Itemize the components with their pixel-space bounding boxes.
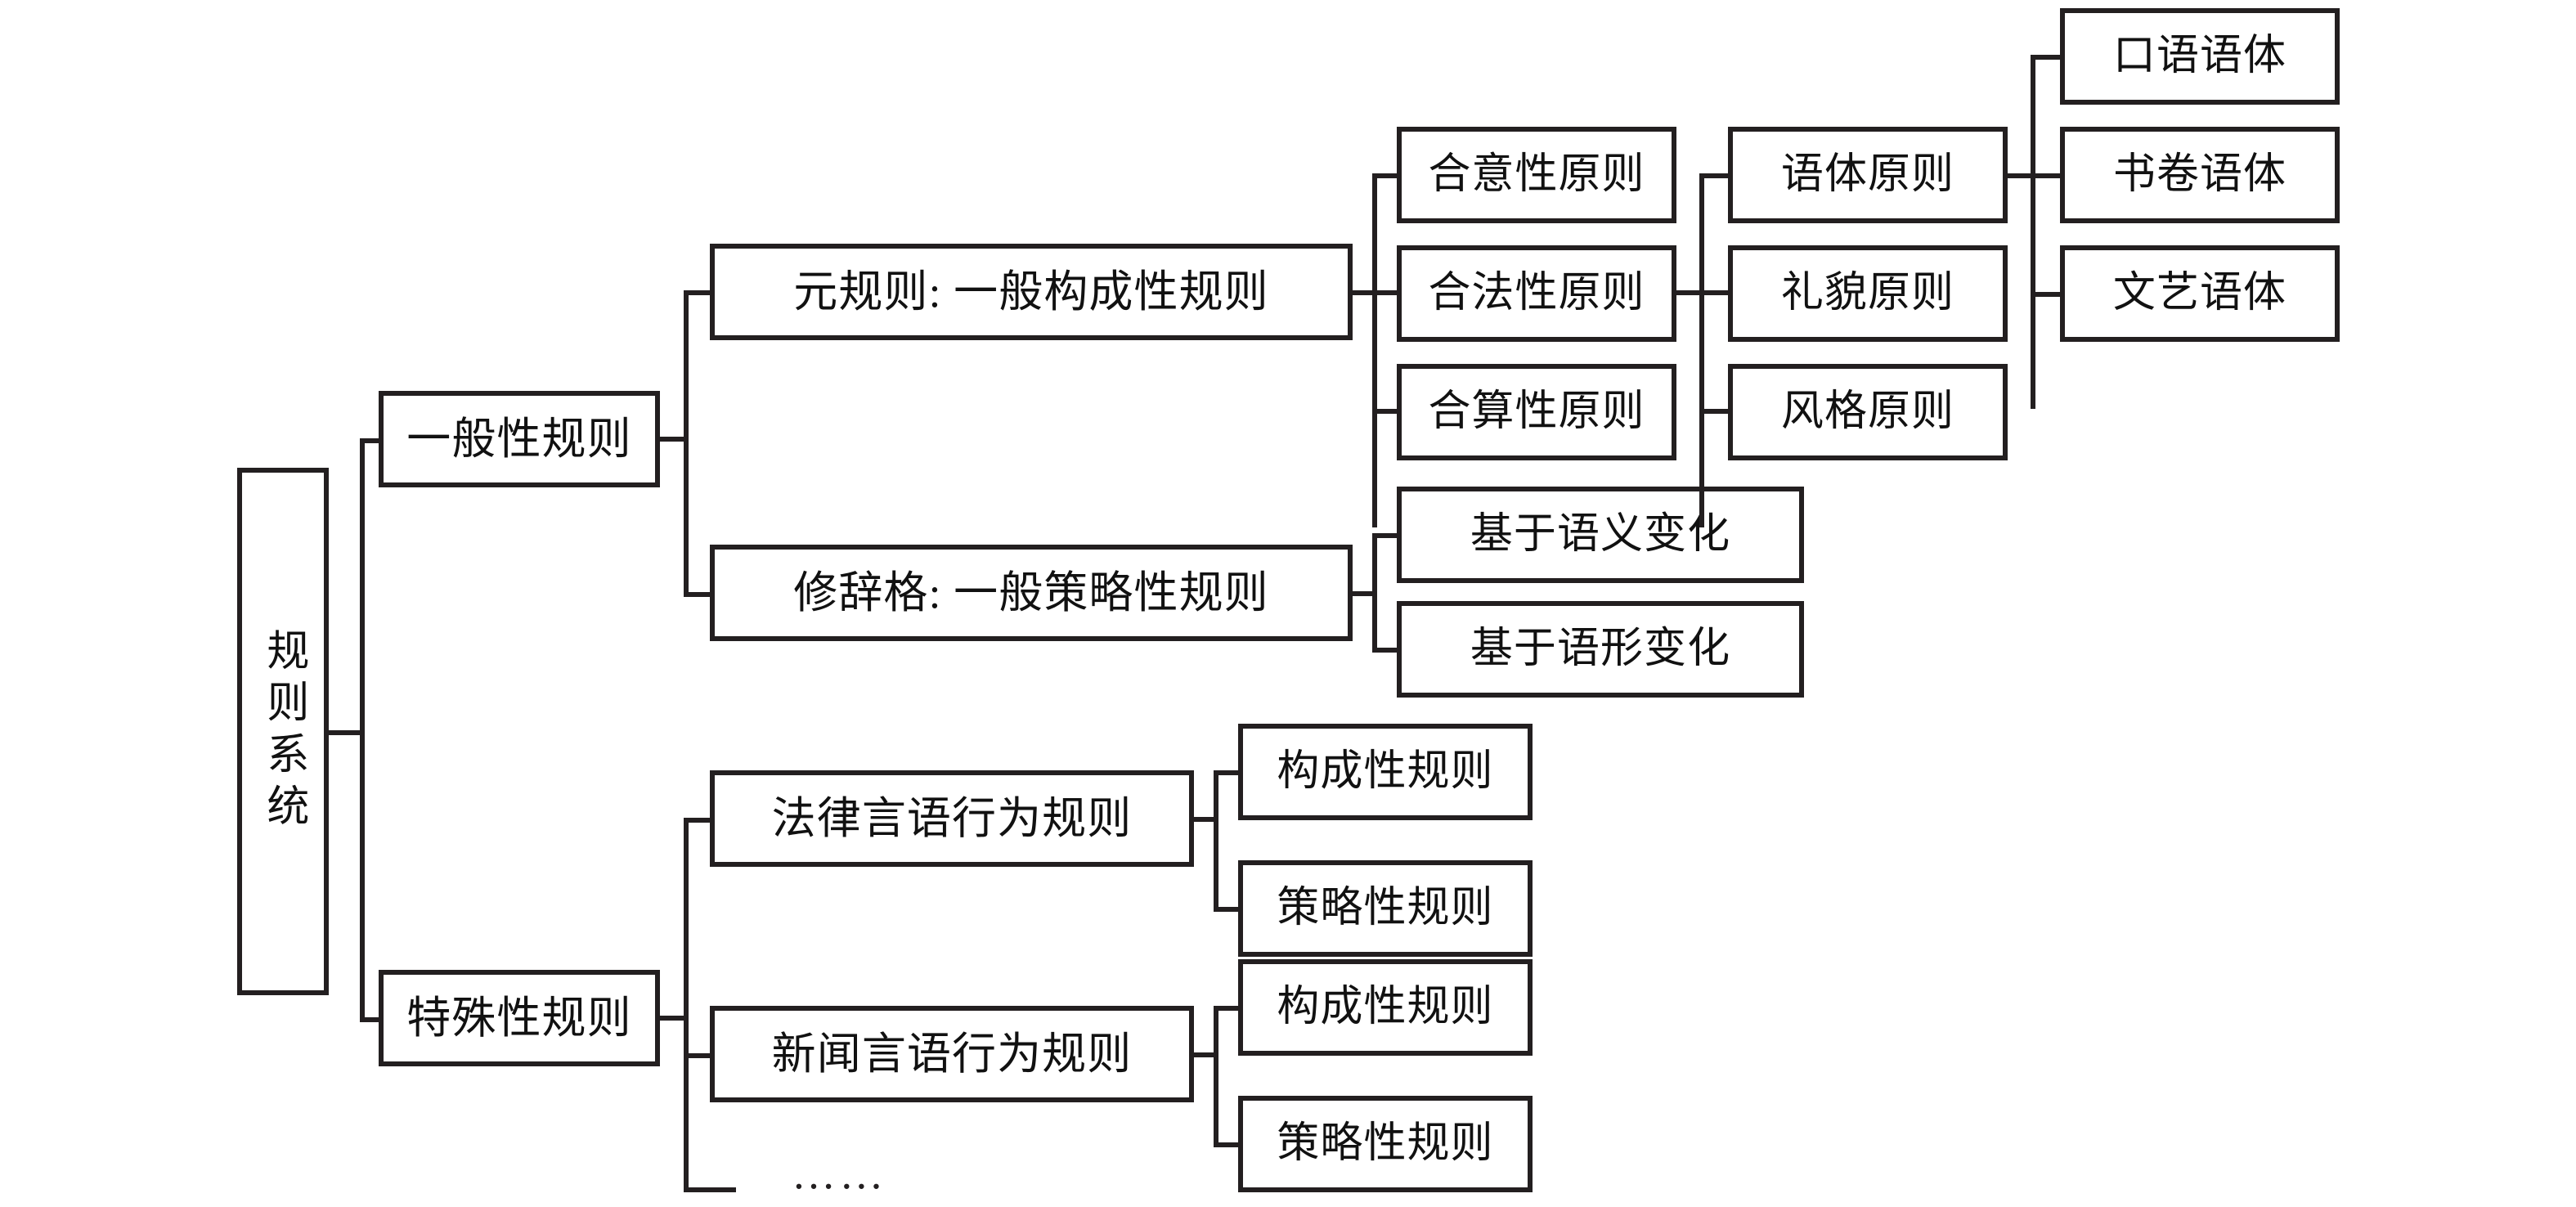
connector-root-to-special [360,1017,384,1022]
connector-register-bus [2031,55,2035,409]
connector-meta-to-heyi [1372,173,1398,178]
connector-news-to-constitutive [1214,1006,1240,1011]
connector-special-to-ellipsis [684,1187,736,1192]
node-news-constitutive-rules[interactable]: 构成性规则 [1238,959,1533,1056]
connector-register-to-spoken [2031,55,2063,60]
connector-rhetoric-to-morphologic [1372,648,1398,653]
connector-news-bus [1214,1006,1218,1147]
connector-meta-to-hesuan [1372,409,1398,414]
node-principle-politeness[interactable]: 礼貌原则 [1728,245,2008,342]
connector-general-bus [684,290,689,597]
node-based-on-semantic-change[interactable]: 基于语义变化 [1397,487,1804,583]
ellipsis-more-rules: …… [792,1149,887,1198]
node-principle-consensuality[interactable]: 合意性原则 [1397,127,1676,223]
node-legal-strategic-rules[interactable]: 策略性规则 [1238,860,1533,957]
connector-news-to-strategic [1214,1142,1240,1147]
node-style-spoken[interactable]: 口语语体 [2060,8,2340,105]
node-rhetoric-rule[interactable]: 修辞格: 一般策略性规则 [710,545,1353,641]
node-news-strategic-rules[interactable]: 策略性规则 [1238,1096,1533,1192]
connector-special-to-legal [684,818,712,823]
connector-legality-to-register [1699,173,1730,178]
node-legal-speech-act-rules[interactable]: 法律言语行为规则 [710,770,1194,867]
connector-general-to-meta [684,290,712,295]
connector-meta-bus [1372,173,1377,527]
connector-meta-to-hefa [1372,290,1398,295]
node-news-speech-act-rules[interactable]: 新闻言语行为规则 [710,1006,1194,1102]
connector-general-to-rhetoric [684,592,712,597]
connector-special-bus [684,818,689,1192]
node-principle-economy[interactable]: 合算性原则 [1397,364,1676,460]
connector-news-stub [1189,1052,1218,1057]
node-general-rules[interactable]: 一般性规则 [379,391,660,487]
node-style-literary[interactable]: 书卷语体 [2060,127,2340,223]
connector-legal-stub [1189,817,1218,822]
connector-legal-bus [1214,770,1218,912]
node-based-on-morphologic-change[interactable]: 基于语形变化 [1397,601,1804,698]
connector-rhetoric-bus [1372,533,1377,653]
connector-register-to-artistic [2031,292,2063,297]
node-meta-rule[interactable]: 元规则: 一般构成性规则 [710,244,1353,340]
connector-special-to-news [684,1053,712,1058]
connector-register-to-literary [2031,173,2063,178]
connector-legality-bus [1699,173,1704,527]
connector-special-stub [655,1016,689,1021]
node-root-rule-system[interactable]: 规则系统 [237,468,329,995]
node-legal-constitutive-rules[interactable]: 构成性规则 [1238,724,1533,820]
connector-root-to-general [360,438,384,443]
connector-legality-to-style [1699,409,1730,414]
connector-legal-to-constitutive [1214,770,1240,775]
connector-rhetoric-to-semantic [1372,533,1398,538]
connector-rhetoric-stub [1348,591,1377,596]
node-principle-legality[interactable]: 合法性原则 [1397,245,1676,342]
connector-general-stub [655,437,689,442]
node-special-rules[interactable]: 特殊性规则 [379,970,660,1066]
connector-root-stub [324,730,365,735]
node-principle-register[interactable]: 语体原则 [1728,127,2008,223]
connector-legal-to-strategic [1214,907,1240,912]
connector-legality-stub [1672,290,1704,295]
connector-legality-to-politeness [1699,290,1730,295]
connector-register-stub [2003,173,2035,178]
node-principle-style[interactable]: 风格原则 [1728,364,2008,460]
node-style-artistic[interactable]: 文艺语体 [2060,245,2340,342]
connector-meta-stub [1348,290,1377,295]
connector-root-bus [360,438,365,1022]
